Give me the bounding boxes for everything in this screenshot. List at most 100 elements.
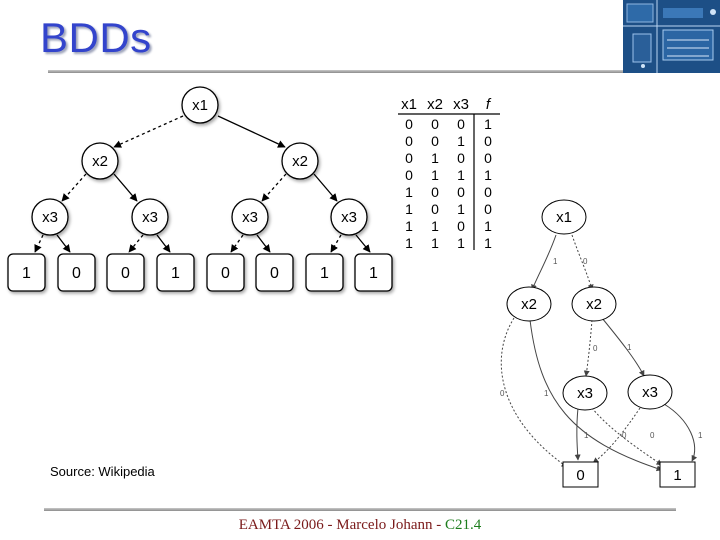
tree-edge <box>313 173 338 202</box>
rbdd-edge-label: 1 <box>698 431 703 440</box>
truth-table-cell: 0 <box>484 184 492 200</box>
tree-edge <box>56 234 71 253</box>
tree-node-x2 <box>81 142 119 180</box>
tree-node-x3 <box>330 198 368 236</box>
rbdd-edge-label: 0 <box>650 431 655 440</box>
tree-node-label: x2 <box>92 153 108 170</box>
tree-node-label: x3 <box>42 209 58 226</box>
rbdd-edge-label: 0 <box>593 344 598 353</box>
rbdd-edge-label: 1 <box>584 431 589 440</box>
tree-edge <box>113 173 138 202</box>
tree-root-node <box>181 86 219 124</box>
tree-edge <box>113 115 184 148</box>
tree-leaf <box>206 253 245 292</box>
truth-table-cell: 1 <box>405 218 413 234</box>
tree-leaf <box>106 253 145 292</box>
truth-table-header: x1 <box>401 96 417 113</box>
rbdd-edge-label: 0 <box>583 257 588 266</box>
truth-table-cell: 0 <box>431 133 439 149</box>
source-caption: Source: Wikipedia <box>50 464 155 479</box>
title-divider <box>48 70 688 73</box>
rbdd-edge <box>601 317 645 377</box>
reduced-bdd: 1 0 0 1 0 1 1 0 0 1 x1 x2 x2 x3 x3 0 1 <box>500 199 703 488</box>
truth-table-cell: 1 <box>431 235 439 251</box>
rbdd-node-label: x2 <box>521 296 537 313</box>
truth-table-cell: 1 <box>431 218 439 234</box>
rbdd-edge <box>591 407 663 466</box>
truth-table-cell: 0 <box>431 184 439 200</box>
tree-edge <box>156 234 171 253</box>
tree-node-x3 <box>231 198 269 236</box>
footer-text: EAMTA 2006 - Marcelo Johann - <box>238 517 445 533</box>
truth-table-cell: 1 <box>457 235 465 251</box>
tree-leaf-value: 1 <box>320 265 329 282</box>
tree-leaf <box>354 253 393 292</box>
rbdd-node-label: x3 <box>577 385 593 402</box>
tree-node-label: x2 <box>292 153 308 170</box>
tree-leaf-value: 0 <box>121 265 130 282</box>
truth-table-cell: 0 <box>405 167 413 183</box>
truth-table-cell: 1 <box>405 235 413 251</box>
truth-table-cell: 1 <box>457 201 465 217</box>
tree-leaf <box>305 253 344 292</box>
rbdd-node-label: x3 <box>642 384 658 401</box>
tree-leaf-value: 1 <box>22 265 31 282</box>
rbdd-edge-label: 1 <box>553 257 558 266</box>
slide-title: BDDs <box>40 14 152 61</box>
tree-leaf <box>156 253 195 292</box>
tree-edge <box>230 234 244 253</box>
tree-leaf <box>57 253 96 292</box>
rbdd-terminal-1 <box>659 461 696 488</box>
truth-table-cell: 0 <box>457 218 465 234</box>
truth-table-cell: 1 <box>431 150 439 166</box>
rbdd-edge <box>663 403 698 462</box>
rbdd-edge <box>574 407 581 461</box>
slide-number: C21.4 <box>445 517 482 533</box>
tree-leaf <box>255 253 294 292</box>
tree-edge <box>217 115 286 148</box>
tree-node-label: x3 <box>242 209 258 226</box>
truth-table-cell: 1 <box>484 235 492 251</box>
rbdd-node-x2 <box>506 286 552 322</box>
rbdd-terminal-label: 0 <box>576 467 584 484</box>
truth-table-cell: 1 <box>431 167 439 183</box>
tree-root-label: x1 <box>192 97 208 114</box>
rbdd-node-label: x1 <box>556 209 572 226</box>
footer-divider <box>44 508 676 511</box>
rbdd-edge <box>529 319 663 472</box>
truth-table-cell: 0 <box>405 116 413 132</box>
rbdd-terminal-0 <box>562 461 599 488</box>
truth-table-cell: 1 <box>405 184 413 200</box>
truth-table-cell: 0 <box>457 150 465 166</box>
tree-edge <box>355 234 371 253</box>
tree-leaf-value: 0 <box>72 265 81 282</box>
truth-table-cell: 1 <box>484 218 492 234</box>
rbdd-node-x1 <box>541 199 587 235</box>
tree-node-x3 <box>31 198 69 236</box>
circuit-board-image <box>623 0 720 73</box>
truth-table-cell: 1 <box>457 167 465 183</box>
truth-table-cell: 1 <box>484 116 492 132</box>
truth-table-cell: 0 <box>431 201 439 217</box>
rbdd-edge <box>592 407 641 464</box>
rbdd-node-label: x2 <box>586 296 602 313</box>
tree-node-label: x3 <box>341 209 357 226</box>
rbdd-edge-label: 1 <box>627 343 632 352</box>
truth-table-cell: 0 <box>431 116 439 132</box>
tree-edge <box>256 234 271 253</box>
rbdd-edge-label: 1 <box>544 389 549 398</box>
truth-table-header: x2 <box>427 96 443 113</box>
truth-table-cell: 0 <box>405 150 413 166</box>
rbdd-edge-label: 0 <box>500 389 505 398</box>
truth-table-cell: 0 <box>405 133 413 149</box>
tree-node-x3 <box>131 198 169 236</box>
tree-leaf <box>7 253 46 292</box>
tree-edge <box>261 173 287 202</box>
truth-table-cell: 0 <box>484 201 492 217</box>
truth-table-cell: 1 <box>457 133 465 149</box>
truth-table-cell: 0 <box>484 150 492 166</box>
rbdd-edge <box>583 319 593 377</box>
rbdd-node-x3 <box>562 375 608 411</box>
